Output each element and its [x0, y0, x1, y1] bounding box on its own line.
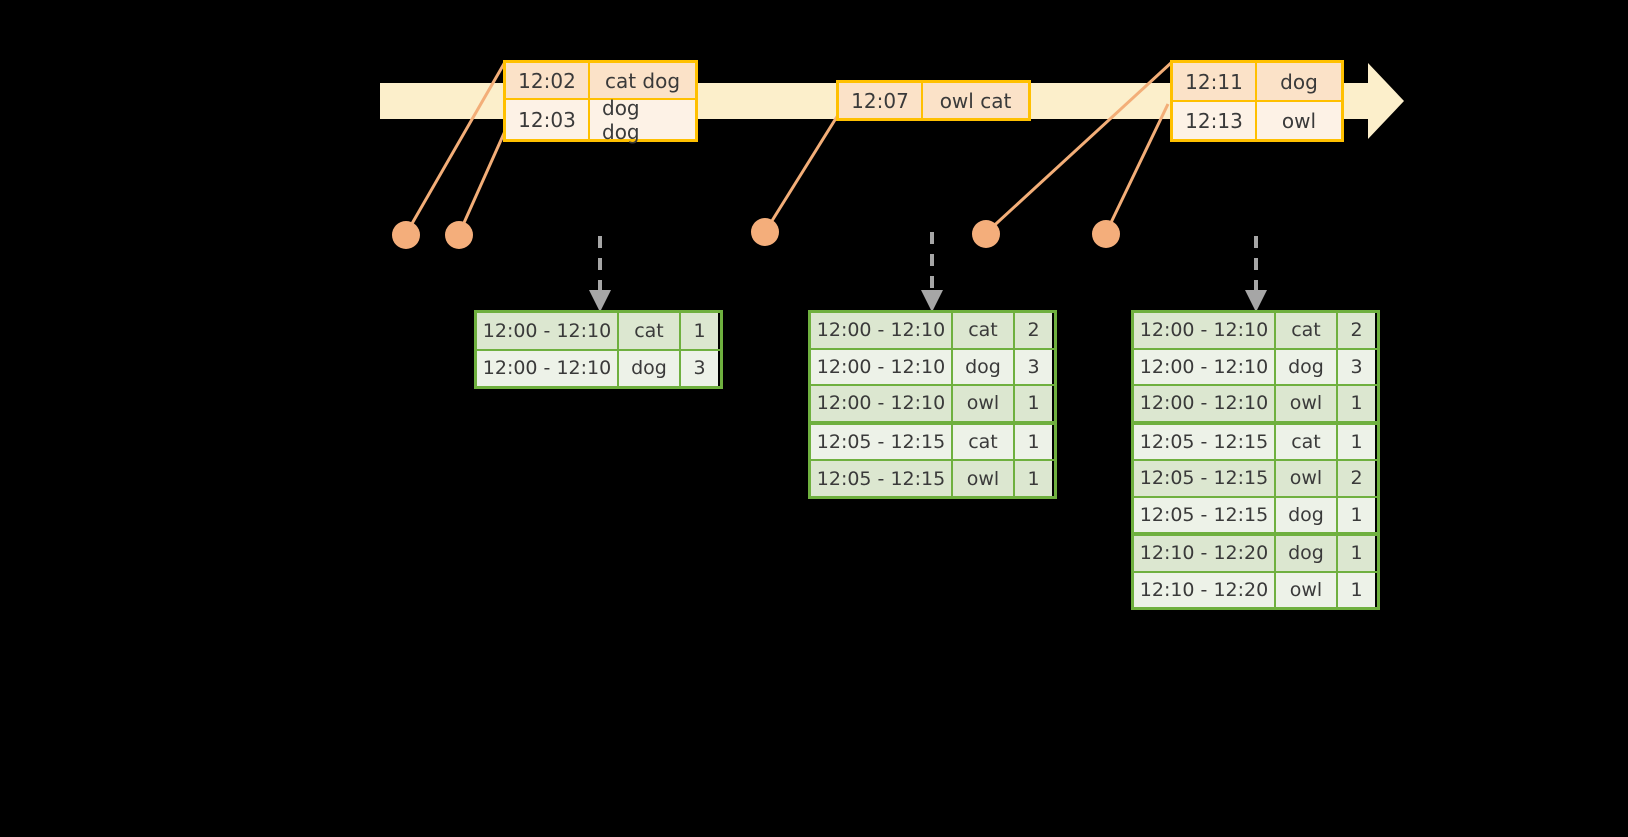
- cell-count: 2: [1015, 313, 1052, 348]
- cell-count: 1: [1338, 424, 1375, 459]
- cell-word: owl: [1276, 386, 1338, 421]
- event-row: 12:07 owl cat: [839, 83, 1028, 118]
- dashed-arrows: [598, 232, 1258, 292]
- cell-window-range: 12:10 - 12:20: [1134, 572, 1276, 607]
- event-group-1: 12:02 cat dog 12:03 dog dog: [503, 60, 698, 144]
- cell-window-range: 12:00 - 12:10: [811, 313, 953, 348]
- cell-window-range: 12:05 - 12:15: [1134, 461, 1276, 496]
- event-group-2: 12:07 owl cat: [836, 80, 1031, 121]
- cell-word: cat: [1276, 313, 1338, 348]
- event-words: dog dog: [590, 96, 695, 144]
- event-words: cat dog: [590, 63, 695, 98]
- dashed-arrow-head-2: [921, 290, 943, 312]
- cell-window-range: 12:05 - 12:15: [1134, 424, 1276, 459]
- cell-word: owl: [1276, 572, 1338, 607]
- cell-count: 1: [1015, 461, 1052, 496]
- cell-count: 1: [1338, 536, 1375, 571]
- cell-word: owl: [953, 386, 1015, 421]
- cell-window-range: 12:10 - 12:20: [1134, 536, 1276, 571]
- event-dot-12-11: [972, 220, 1000, 248]
- dashed-arrow-head-1: [589, 290, 611, 312]
- cell-window-range: 12:00 - 12:10: [1134, 386, 1276, 421]
- connector-line-1: [404, 61, 507, 235]
- event-time: 12:02: [506, 63, 590, 98]
- dashed-arrow-head-3: [1245, 290, 1267, 312]
- connector-line-3: [763, 114, 840, 233]
- cell-word: dog: [953, 349, 1015, 385]
- event-row: 12:13 owl: [1173, 100, 1341, 139]
- cell-window-range: 12:00 - 12:10: [477, 350, 619, 386]
- event-time: 12:03: [506, 100, 590, 139]
- event-words: dog: [1257, 63, 1341, 100]
- event-time: 12:11: [1173, 63, 1257, 100]
- cell-count: 2: [1338, 461, 1375, 496]
- cell-count: 2: [1338, 313, 1375, 348]
- cell-word: cat: [1276, 424, 1338, 459]
- dashed-arrow-heads: [589, 290, 1267, 312]
- cell-word: cat: [953, 313, 1015, 348]
- event-row: 12:11 dog: [1173, 63, 1341, 100]
- cell-word: dog: [1276, 497, 1338, 532]
- cell-window-range: 12:00 - 12:10: [811, 349, 953, 385]
- cell-window-range: 12:05 - 12:15: [811, 424, 953, 460]
- event-group-3: 12:11 dog 12:13 owl: [1170, 60, 1344, 142]
- event-time: 12:07: [839, 83, 923, 118]
- cell-count: 1: [1338, 497, 1375, 532]
- cell-word: cat: [953, 424, 1015, 460]
- cell-window-range: 12:00 - 12:10: [811, 386, 953, 421]
- cell-count: 1: [681, 313, 718, 349]
- cell-count: 3: [681, 350, 718, 386]
- event-words: owl cat: [923, 83, 1028, 118]
- event-words: owl: [1257, 102, 1341, 139]
- cell-count: 1: [1338, 386, 1375, 421]
- cell-window-range: 12:05 - 12:15: [1134, 497, 1276, 532]
- cell-word: dog: [1276, 349, 1338, 384]
- cell-word: owl: [953, 461, 1015, 496]
- cell-count: 1: [1015, 424, 1052, 460]
- cell-word: cat: [619, 313, 681, 349]
- cell-window-range: 12:00 - 12:10: [1134, 349, 1276, 384]
- cell-word: dog: [619, 350, 681, 386]
- event-row: 12:03 dog dog: [506, 96, 695, 144]
- cell-window-range: 12:00 - 12:10: [477, 313, 619, 349]
- cell-window-range: 12:05 - 12:15: [811, 461, 953, 496]
- cell-word: owl: [1276, 461, 1338, 496]
- event-dots: [392, 218, 1120, 249]
- cell-count: 3: [1338, 349, 1375, 384]
- event-dot-12-07: [751, 218, 779, 246]
- cell-window-range: 12:00 - 12:10: [1134, 313, 1276, 348]
- event-dot-12-13: [1092, 220, 1120, 248]
- event-dot-12-02: [392, 221, 420, 249]
- event-row: 12:02 cat dog: [506, 63, 695, 98]
- event-dot-12-03: [445, 221, 473, 249]
- cell-count: 1: [1015, 386, 1052, 421]
- event-time: 12:13: [1173, 102, 1257, 139]
- cell-count: 1: [1338, 572, 1375, 607]
- cell-count: 3: [1015, 349, 1052, 385]
- cell-word: dog: [1276, 536, 1338, 571]
- connector-line-5: [1104, 103, 1170, 234]
